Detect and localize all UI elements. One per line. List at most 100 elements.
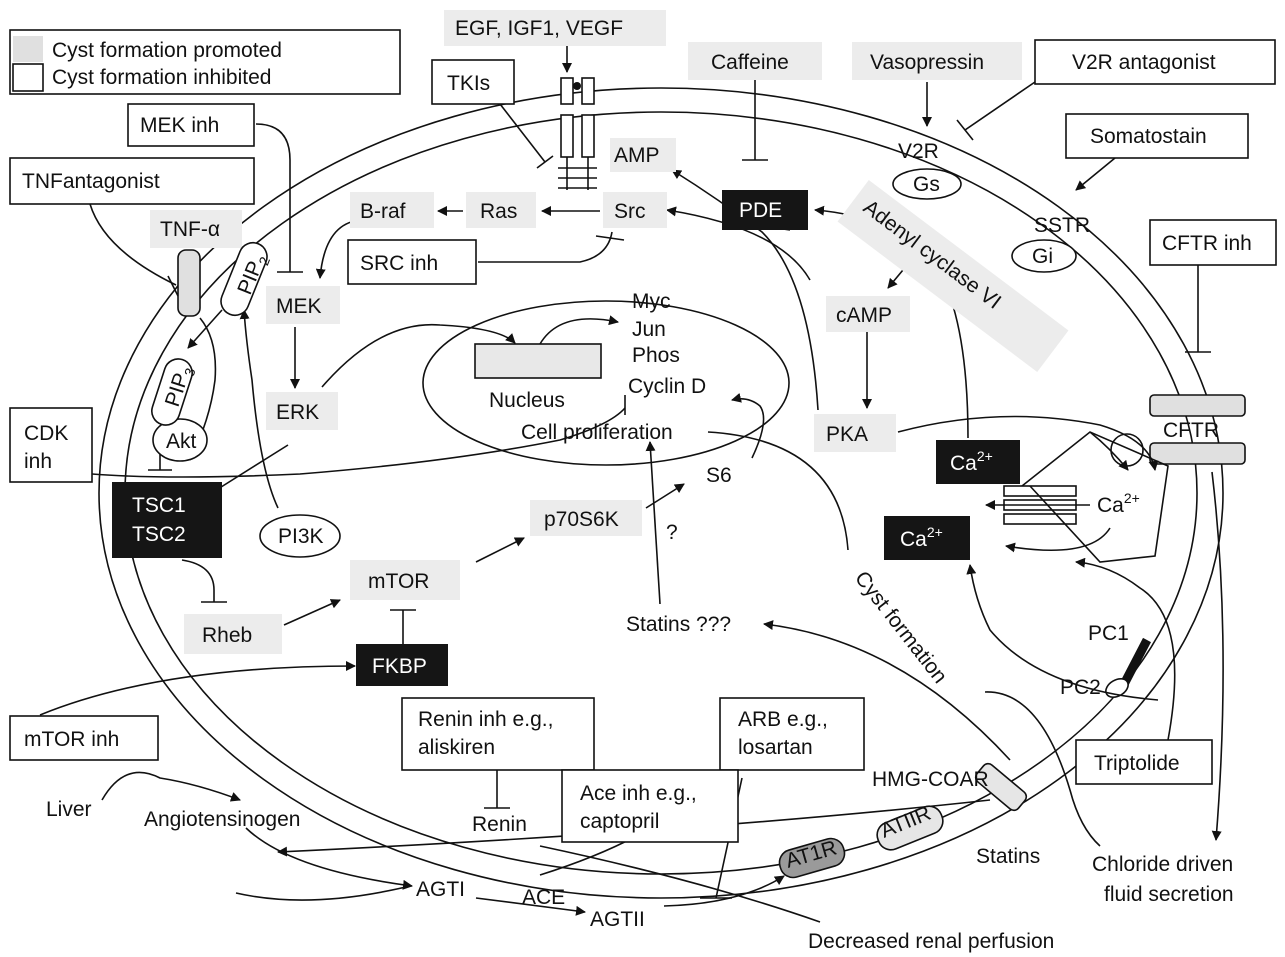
statins-q-label: Statins ???	[626, 613, 731, 636]
renin-inh-label-2: aliskiren	[418, 736, 495, 759]
pc2-label: PC2	[1060, 676, 1101, 699]
cdk-inh-box	[9, 407, 93, 483]
pip3-pill	[151, 358, 193, 426]
ca-er-label: Ca2+	[1097, 490, 1140, 517]
v2r-antagonist-label: V2R antagonist	[1072, 51, 1216, 74]
cdk-inh-label-2: inh	[24, 450, 52, 473]
pi3k-oval	[259, 514, 341, 558]
tnf-alpha-box	[150, 210, 242, 248]
fkbp-label: FKBP	[372, 655, 427, 678]
v2r-label: V2R	[898, 140, 939, 163]
triptolide-box	[1075, 739, 1213, 785]
atiir-pill	[876, 805, 944, 851]
pka-label: PKA	[826, 423, 868, 446]
ace-inh-box	[561, 769, 739, 843]
renin-inh-label-1: Renin inh e.g.,	[418, 708, 553, 731]
at1r-pill	[778, 837, 846, 879]
legend-promoted-swatch	[13, 36, 43, 62]
erk-box	[266, 392, 338, 430]
cell-proliferation-label: Cell proliferation	[521, 421, 673, 444]
ca-lower-label: Ca2+	[900, 524, 943, 551]
tkis-label: TKIs	[447, 72, 490, 95]
phos-label: Phos	[632, 344, 680, 367]
s6-label: S6	[706, 464, 732, 487]
mek-label: MEK	[276, 295, 322, 318]
tsc-box	[112, 482, 222, 558]
erk-label: ERK	[276, 401, 319, 424]
nucleus-membrane	[422, 300, 790, 466]
legend: Cyst formation promoted Cyst formation i…	[9, 29, 401, 95]
somatostain-label: Somatostain	[1090, 125, 1207, 148]
pka-box	[814, 414, 896, 452]
adenyl-cyclase-box	[837, 180, 1069, 372]
fkbp-box	[356, 644, 448, 686]
nucleus-label: Nucleus	[489, 389, 565, 412]
cyclin-d-label: Cyclin D	[628, 375, 706, 398]
gs-label: Gs	[913, 173, 940, 196]
v2r-antagonist-box	[1034, 39, 1276, 85]
tnf-antagonist-box	[9, 157, 255, 205]
growth-factor-receptor	[558, 77, 597, 190]
legend-inhibited-label: Cyst formation inhibited	[52, 66, 271, 89]
nucleus-dna-box	[474, 343, 602, 379]
mtor-box	[350, 560, 460, 600]
vasopressin-box	[852, 42, 1022, 80]
decreased-perfusion-label: Decreased renal perfusion	[808, 930, 1054, 953]
p70s6k-box	[530, 500, 642, 536]
somatostain-box	[1065, 113, 1249, 159]
tnf-antagonist-label: TNFantagonist	[22, 170, 160, 193]
pi3k-label: PI3K	[278, 525, 324, 548]
question-label: ?	[666, 521, 678, 544]
mek-box	[266, 286, 340, 324]
agti-label: AGTI	[416, 878, 465, 901]
chloride-label-1: Chloride driven	[1092, 853, 1233, 876]
gs-oval	[892, 168, 962, 200]
arb-box	[719, 697, 865, 771]
vasopressin-label: Vasopressin	[870, 51, 984, 74]
tsc2-label: TSC2	[132, 523, 186, 546]
angiotensinogen-label: Angiotensinogen	[144, 808, 300, 831]
src-inh-label: SRC inh	[360, 252, 438, 275]
arb-label-1: ARB e.g.,	[738, 708, 828, 731]
pde-label: PDE	[739, 199, 782, 222]
b-raf-label: B-raf	[360, 200, 406, 223]
agtii-label: AGTII	[590, 908, 645, 931]
gi-oval	[1011, 239, 1077, 273]
myc-label: Myc	[632, 290, 671, 313]
promoted-nodes	[150, 10, 1069, 654]
ace-inh-label-2: captopril	[580, 810, 659, 833]
caffeine-box	[688, 42, 822, 80]
target-nodes	[112, 190, 1020, 686]
renin-label: Renin	[472, 813, 527, 836]
inhibited-nodes	[9, 39, 1277, 843]
mek-inh-box	[127, 103, 255, 147]
src-inh-box	[347, 239, 477, 285]
mtor-label: mTOR	[368, 570, 429, 593]
arb-label-2: losartan	[738, 736, 813, 759]
rheb-label: Rheb	[202, 624, 252, 647]
renin-inh-box	[401, 697, 595, 771]
camp-box	[826, 296, 910, 332]
pip2-pill	[220, 241, 268, 317]
akt-oval	[152, 418, 208, 462]
b-raf-box	[350, 192, 434, 228]
camp-label: cAMP	[836, 304, 892, 327]
legend-inhibited-swatch	[12, 63, 44, 92]
mek-inh-label: MEK inh	[140, 114, 219, 137]
statins-label: Statins	[976, 845, 1040, 868]
pde-box	[722, 190, 808, 230]
jun-label: Jun	[632, 318, 666, 341]
liver-label: Liver	[46, 798, 92, 821]
rheb-box	[184, 614, 282, 654]
cftr-label: CFTR	[1163, 419, 1219, 442]
ace-label: ACE	[522, 886, 565, 909]
ace-inh-label-1: Ace inh e.g.,	[580, 782, 697, 805]
ras-label: Ras	[480, 200, 517, 223]
cftr-channel	[1110, 394, 1246, 467]
chloride-label-2: fluid secretion	[1104, 883, 1234, 906]
egf-label: EGF, IGF1, VEGF	[455, 17, 623, 40]
sstr-label: SSTR	[1034, 214, 1090, 237]
ca-box-upper	[936, 440, 1020, 484]
mtor-inh-box	[9, 715, 159, 761]
